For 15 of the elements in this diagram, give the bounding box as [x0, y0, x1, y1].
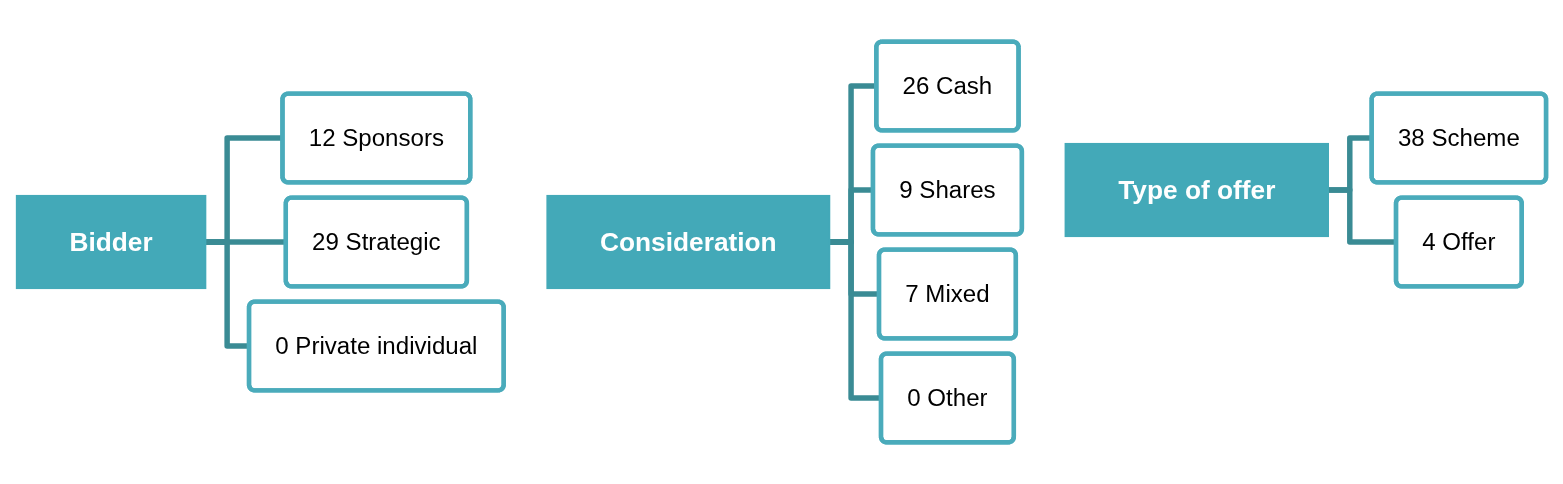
- connector-line: [205, 239, 249, 349]
- category-header: Consideration: [546, 194, 831, 290]
- category-header: Type of offer: [1064, 142, 1329, 238]
- connector-line: [1327, 187, 1396, 245]
- count-box: 7 Mixed: [876, 247, 1019, 341]
- connector-line: [829, 239, 881, 401]
- count-box: 9 Shares: [870, 143, 1025, 237]
- count-box: 29 Strategic: [283, 195, 470, 289]
- count-box: 26 Cash: [874, 39, 1021, 133]
- category-header: Bidder: [15, 194, 207, 290]
- count-box: 0 Private individual: [246, 299, 506, 393]
- count-box: 0 Other: [878, 351, 1017, 445]
- count-box: 38 Scheme: [1369, 91, 1549, 185]
- count-box: 4 Offer: [1393, 195, 1524, 289]
- count-box: 12 Sponsors: [280, 91, 473, 185]
